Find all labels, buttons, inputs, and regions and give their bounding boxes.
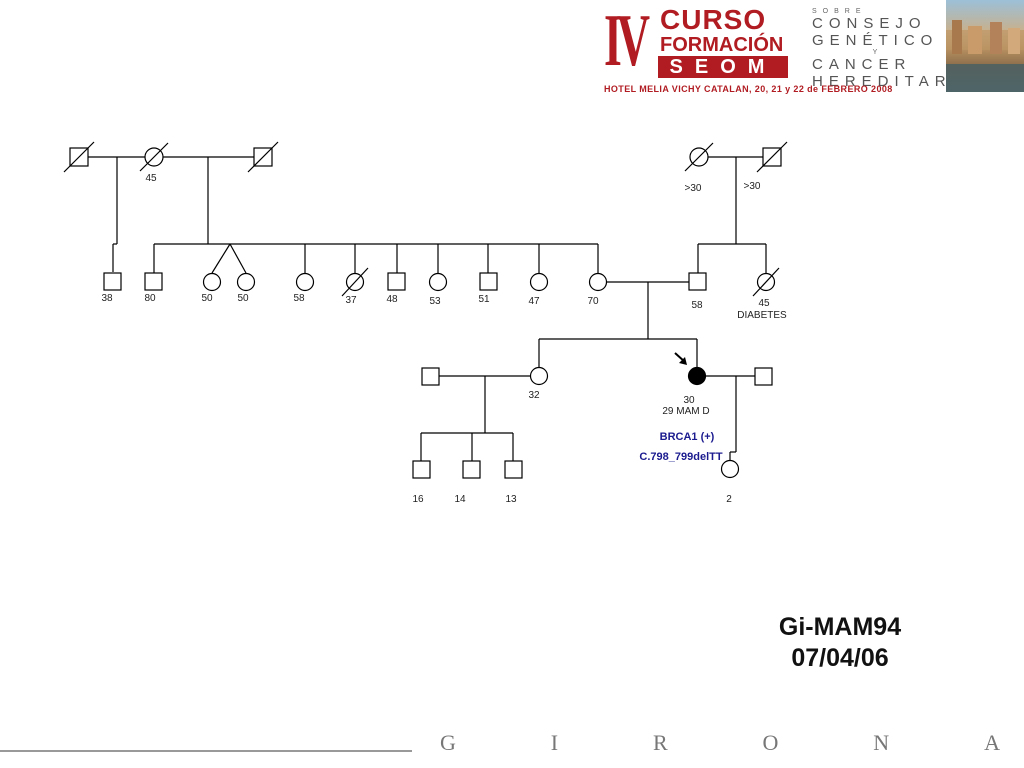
relative-male-51	[479, 272, 498, 291]
relative-female-58	[295, 272, 315, 292]
nephew-13	[504, 460, 523, 479]
footer-girona: G I R O N A	[440, 730, 1000, 756]
age-label: 50	[237, 293, 249, 304]
proband-husband	[754, 367, 773, 386]
case-identifier: Gi-MAM94 07/04/06	[760, 612, 920, 674]
footer-letter: G	[440, 730, 456, 755]
grandmother-maternal	[684, 142, 714, 172]
uncle-45-deceased	[752, 267, 780, 297]
footer-letter: R	[652, 730, 668, 755]
proband-affected	[687, 366, 707, 386]
age-label: 47	[528, 296, 540, 307]
brca-result: BRCA1 (+)	[660, 431, 715, 443]
footer-letter: A	[984, 730, 1000, 755]
nephew-16	[412, 460, 431, 479]
curso-title: CURSO	[660, 4, 767, 35]
grandfather-maternal	[756, 141, 788, 173]
twin-female-50a	[202, 272, 222, 292]
age-label: >30	[744, 181, 761, 192]
age-label: 51	[478, 294, 490, 305]
sobre-text: SOBRE	[812, 8, 867, 15]
hotel-dates: HOTEL MELIA VICHY CATALAN, 20, 21 y 22 d…	[604, 84, 893, 94]
nephew-14	[462, 460, 481, 479]
proband-arrow-icon	[674, 352, 687, 365]
age-label: 30	[683, 395, 695, 406]
grandmother-paternal	[139, 142, 169, 172]
age-label: 50	[201, 293, 213, 304]
hereditario-text: HEREDITARIO	[812, 73, 980, 90]
age-label: 48	[386, 294, 398, 305]
genetico-text: GENÉTICO	[812, 32, 939, 49]
consejo-text: CONSEJO	[812, 15, 927, 32]
age-label: 32	[528, 390, 540, 401]
relative-female-53	[428, 272, 448, 292]
pedigree-lines	[88, 156, 767, 461]
footer-letter: O	[762, 730, 779, 755]
twin-female-50b	[236, 272, 256, 292]
formacion-title: FORMACIÓN	[660, 34, 784, 56]
footer-letter: N	[873, 730, 890, 755]
case-date-text: 07/04/06	[791, 644, 889, 672]
relative-female-47	[529, 272, 549, 292]
age-label: 45	[758, 298, 770, 309]
consejo-block: SOBRE CONSEJO GENÉTICO Y CANCER HEREDITA…	[812, 8, 980, 90]
age-label: 16	[412, 494, 424, 505]
relative-male-38	[103, 272, 122, 291]
age-label: 2	[726, 494, 732, 505]
father-58	[688, 272, 707, 291]
age-label: 38	[101, 293, 113, 304]
diagnosis-label: 29 MAM D	[662, 406, 709, 417]
condition-label: DIABETES	[737, 310, 787, 321]
footer-divider	[0, 750, 412, 752]
footer-letter: I	[550, 730, 559, 755]
age-label: 45	[145, 173, 157, 184]
case-id-text: Gi-MAM94	[778, 613, 902, 641]
y-text: Y	[872, 49, 884, 56]
cancer-text: CANCER	[812, 56, 912, 73]
girona-photo	[946, 0, 1024, 92]
aunt-husband	[421, 367, 440, 386]
age-label: 58	[293, 293, 305, 304]
mother-70	[588, 272, 608, 292]
grandfather-paternal-2	[247, 141, 279, 173]
roman-numeral: IV	[604, 0, 650, 82]
age-label: 70	[587, 296, 599, 307]
sister-32	[529, 366, 549, 386]
relative-male-48	[387, 272, 406, 291]
age-label: 14	[454, 494, 466, 505]
age-label: 58	[691, 300, 703, 311]
relative-male-80	[144, 272, 163, 291]
age-label: 13	[505, 494, 517, 505]
relative-female-37-deceased	[341, 267, 369, 297]
daughter-2	[720, 459, 740, 479]
age-label: >30	[685, 183, 702, 194]
age-label: 53	[429, 296, 441, 307]
seom-badge: SEOM	[658, 56, 788, 78]
grandfather-paternal-1	[63, 141, 95, 173]
age-label: 80	[144, 293, 156, 304]
mutation-label: C.798_799delTT	[639, 451, 722, 463]
age-label: 37	[345, 295, 357, 306]
